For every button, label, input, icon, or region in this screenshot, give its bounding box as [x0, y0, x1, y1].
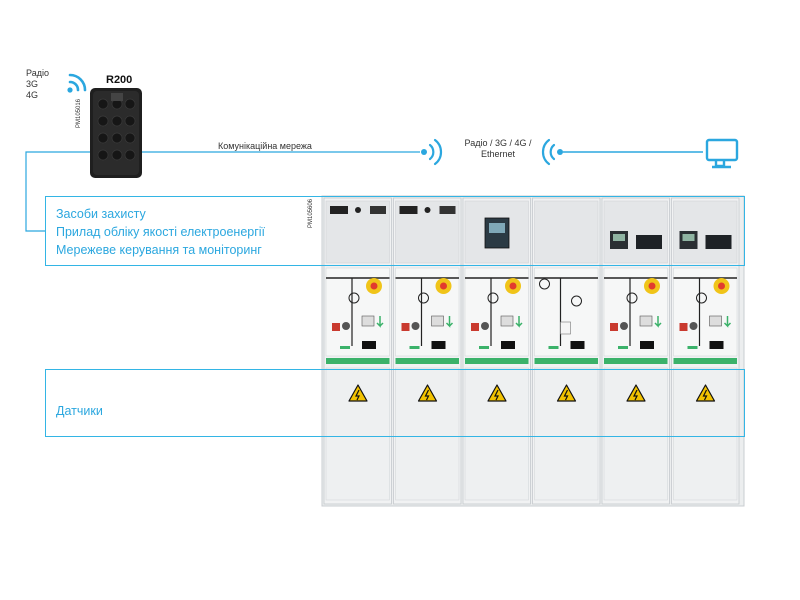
cubicle	[393, 197, 462, 505]
cubicle	[532, 197, 601, 505]
switchgear	[321, 195, 745, 507]
monitor-icon	[705, 138, 739, 169]
high-voltage-warning-icon	[695, 384, 716, 402]
r200-device	[90, 88, 142, 178]
network-radio-label: Радіо / 3G / 4G / Ethernet	[448, 138, 548, 160]
high-voltage-warning-icon	[487, 384, 507, 402]
info-network-control: Мережеве керування та моніторинг	[56, 243, 262, 257]
high-voltage-warning-icon	[626, 384, 646, 402]
radio-line: Радіо	[26, 68, 49, 78]
info-power-quality: Прилад обліку якості електроенергії	[56, 225, 266, 239]
high-voltage-warning-icon	[556, 384, 577, 402]
cubicle	[323, 197, 392, 505]
cubicle	[462, 197, 531, 505]
sensor-label: Датчики	[56, 404, 103, 418]
cubicle	[601, 197, 670, 505]
radio-line: Радіо / 3G / 4G /	[464, 138, 532, 148]
device-name: R200	[106, 74, 133, 86]
info-box: Засоби захисту Прилад обліку якості елек…	[45, 196, 745, 266]
wifi-icon	[67, 73, 87, 93]
high-voltage-warning-icon	[348, 384, 368, 402]
cubicle	[671, 197, 740, 505]
device-to-info-line	[25, 151, 90, 232]
wireless-left-icon	[421, 138, 443, 166]
radio-line: 4G	[26, 90, 39, 100]
network-link-label: Комунікаційна мережа	[218, 141, 312, 151]
radio-line: Ethernet	[480, 149, 516, 159]
sensor-box: Датчики	[45, 369, 745, 437]
wireless-right-icon	[541, 138, 563, 166]
info-protection: Засоби захисту	[56, 207, 146, 221]
device-radio-label: Радіо 3G 4G	[26, 68, 66, 101]
high-voltage-warning-icon	[417, 384, 438, 402]
device-part-code: PM105016	[76, 98, 82, 128]
radio-line: 3G	[26, 79, 39, 89]
